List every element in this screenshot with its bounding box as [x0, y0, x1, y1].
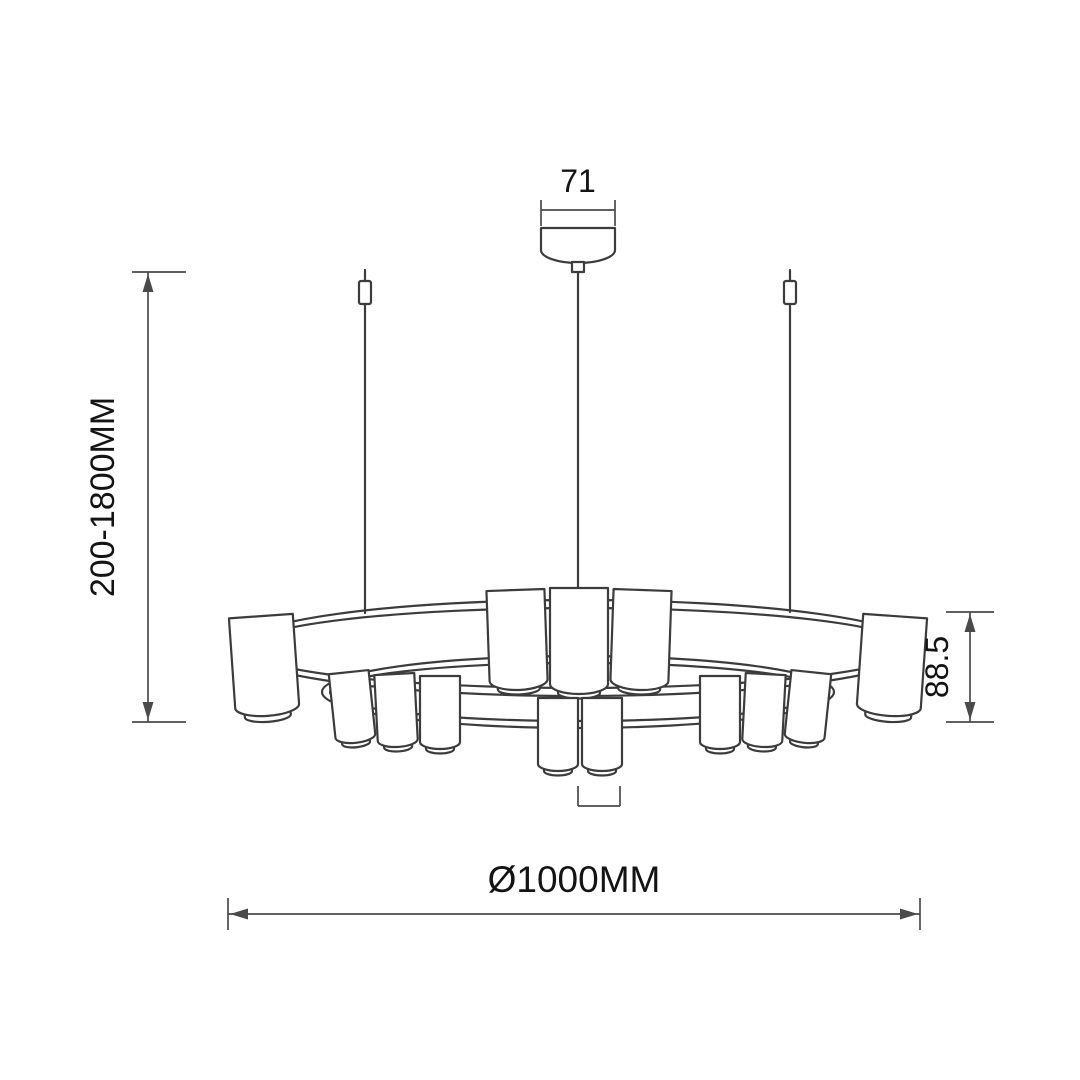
shade-cylinder — [548, 586, 610, 696]
canopy-width-label: 71 — [560, 163, 596, 199]
arrow-down — [142, 702, 154, 720]
shade-small-right-1 — [698, 674, 742, 755]
shade-cylinder — [609, 587, 673, 692]
arrow-up — [142, 274, 154, 292]
arrow-up — [964, 614, 976, 632]
dimension-canopy-width: 71 — [540, 163, 616, 226]
shade-small-right-3 — [783, 668, 833, 749]
shade-cylinder — [327, 668, 377, 745]
canopy-stem — [570, 260, 586, 274]
ceiling-canopy — [539, 226, 617, 274]
shade-small-bottom-right — [580, 696, 624, 777]
shade-center-large-middle — [548, 586, 610, 700]
shade-small-left-1 — [327, 668, 377, 749]
diameter-label: Ø1000MM — [488, 859, 661, 900]
right-cord-grip — [782, 279, 798, 306]
suspension-cables — [357, 268, 798, 615]
shade-right-large — [855, 612, 929, 724]
shade-cylinder — [855, 612, 929, 718]
canopy-body — [539, 226, 617, 265]
arrow-down — [964, 702, 976, 720]
shade-small-right-2 — [741, 671, 787, 753]
dimension-shade-height: 88.5 — [919, 611, 994, 723]
arrow-right — [900, 908, 918, 920]
bottom-shade-bracket — [577, 786, 621, 807]
shade-cylinder — [536, 696, 580, 773]
dimension-diameter: Ø1000MM — [227, 859, 921, 930]
left-cord-grip — [357, 279, 373, 306]
shade-small-left-2 — [373, 671, 419, 753]
shade-center-large-left — [485, 587, 549, 696]
shade-height-label: 88.5 — [919, 636, 955, 698]
shade-cylinder — [227, 612, 301, 718]
shade-small-left-3 — [418, 674, 462, 755]
shade-cylinder — [418, 674, 462, 751]
lamp-shades — [227, 586, 929, 777]
shade-left-large — [227, 612, 301, 724]
shade-small-bottom-left — [536, 696, 580, 777]
shade-cylinder — [580, 696, 624, 773]
shade-cylinder — [373, 671, 419, 749]
arrow-left — [230, 908, 248, 920]
bracket-lines — [577, 786, 621, 807]
suspension-height-label: 200-1800MM — [84, 397, 122, 597]
shade-center-large-right — [609, 587, 673, 696]
shade-cylinder — [741, 671, 787, 749]
shade-cylinder — [485, 587, 549, 692]
shade-cylinder — [783, 668, 833, 745]
dimension-suspension-height: 200-1800MM — [84, 271, 186, 723]
shade-cylinder — [698, 674, 742, 751]
